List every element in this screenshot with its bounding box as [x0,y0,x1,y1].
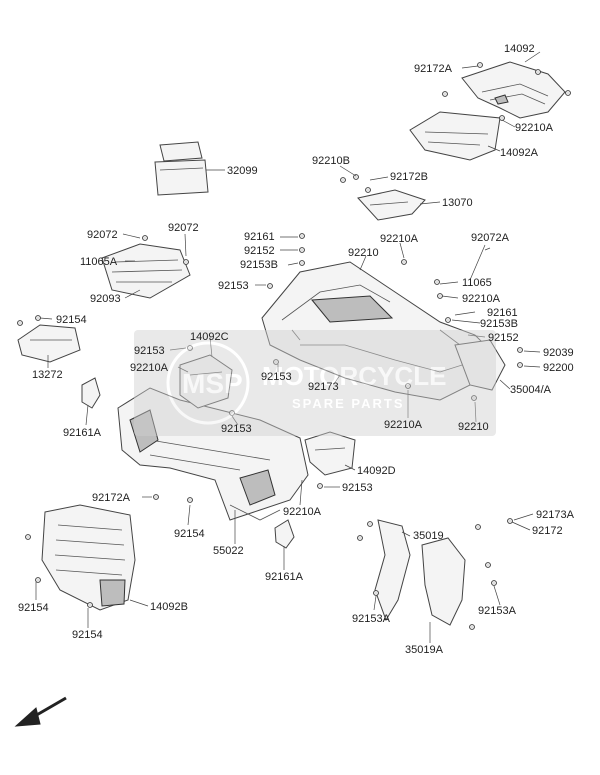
front-direction-arrow-icon [14,696,67,727]
label-92210A: 92210A [384,419,423,431]
label-92210: 92210 [458,421,489,433]
label-92154: 92154 [72,629,103,641]
label-14092C: 14092C [190,331,229,343]
label-13272: 13272 [32,369,63,381]
label-14092D: 14092D [357,465,396,477]
watermark-badge: MSP [182,368,243,399]
label-35004A: 35004/A [510,384,552,396]
label-92154: 92154 [18,602,49,614]
label-92210A: 92210A [462,293,501,305]
label-92172A: 92172A [92,492,131,504]
label-92154: 92154 [56,314,87,326]
part-14092A-rear-cover-lower [409,111,501,161]
label-92153A: 92153A [478,605,517,617]
label-92161: 92161 [244,231,275,243]
label-92200: 92200 [543,362,574,374]
label-92210A: 92210A [515,122,554,134]
label-92153: 92153 [134,345,165,357]
label-92153: 92153 [261,371,292,383]
label-92161A: 92161A [63,427,102,439]
watermark-brand: MOTORCYCLE [262,361,446,391]
label-92153: 92153 [342,482,373,494]
part-35004A-side-fender [454,339,506,391]
part-13272-tray [17,324,81,363]
part-14092D-cover [304,431,356,476]
label-92039: 92039 [543,347,574,359]
part-labels: 14092 92172A 92210A 14092A 32099 92210B … [18,43,575,656]
label-92172: 92172 [532,525,563,537]
fastener-group [17,62,571,630]
label-92210A: 92210A [283,506,322,518]
label-92173A: 92173A [536,509,575,521]
part-35019A-guard [421,537,466,626]
label-14092A: 14092A [500,147,539,159]
label-11065A: 11065A [80,256,118,268]
part-92161A-pad-left [81,377,101,409]
part-main-front-fender [261,261,501,401]
part-35019-guard [374,519,411,622]
label-92072A: 92072A [471,232,510,244]
watermark: MSP MOTORCYCLE SPARE PARTS [134,330,496,436]
label-92152: 92152 [488,332,519,344]
watermark-tagline: SPARE PARTS [292,396,405,411]
label-11065: 11065 [462,277,492,289]
label-35019A: 35019A [405,644,444,656]
label-92161: 92161 [487,307,518,319]
label-92210: 92210 [348,247,379,259]
label-35019: 35019 [413,530,444,542]
label-14092: 14092 [504,43,535,55]
part-14092B-grille [41,504,136,611]
label-92093: 92093 [90,293,121,305]
label-92153: 92153 [218,280,249,292]
label-92154: 92154 [174,528,205,540]
label-92210B: 92210B [312,155,350,167]
label-92172A: 92172A [414,63,453,75]
label-92072: 92072 [168,222,199,234]
label-92161A: 92161A [265,571,304,583]
leader-lines [35,51,541,643]
label-92210A: 92210A [130,362,169,374]
part-32099-case [154,141,209,196]
label-92173: 92173 [308,381,339,393]
label-92153: 92153 [221,423,252,435]
part-14092C-cover [179,354,233,409]
label-92153B: 92153B [240,259,278,271]
part-13070-bracket [357,189,426,221]
label-32099: 32099 [227,165,258,177]
label-92072: 92072 [87,229,118,241]
label-92153A: 92153A [352,613,391,625]
part-55022-front-frame [117,387,309,521]
part-14092-rear-cover [461,61,566,119]
label-14092B: 14092B [150,601,188,613]
part-92161A-pad-right [274,519,295,549]
label-92152: 92152 [244,245,275,257]
label-55022: 55022 [213,545,244,557]
part-92072A-rod [469,244,486,281]
label-92153B: 92153B [480,318,518,330]
label-92172B: 92172B [390,171,428,183]
label-13070: 13070 [442,197,473,209]
part-92093-left-cover [101,243,191,299]
label-92210A: 92210A [380,233,419,245]
